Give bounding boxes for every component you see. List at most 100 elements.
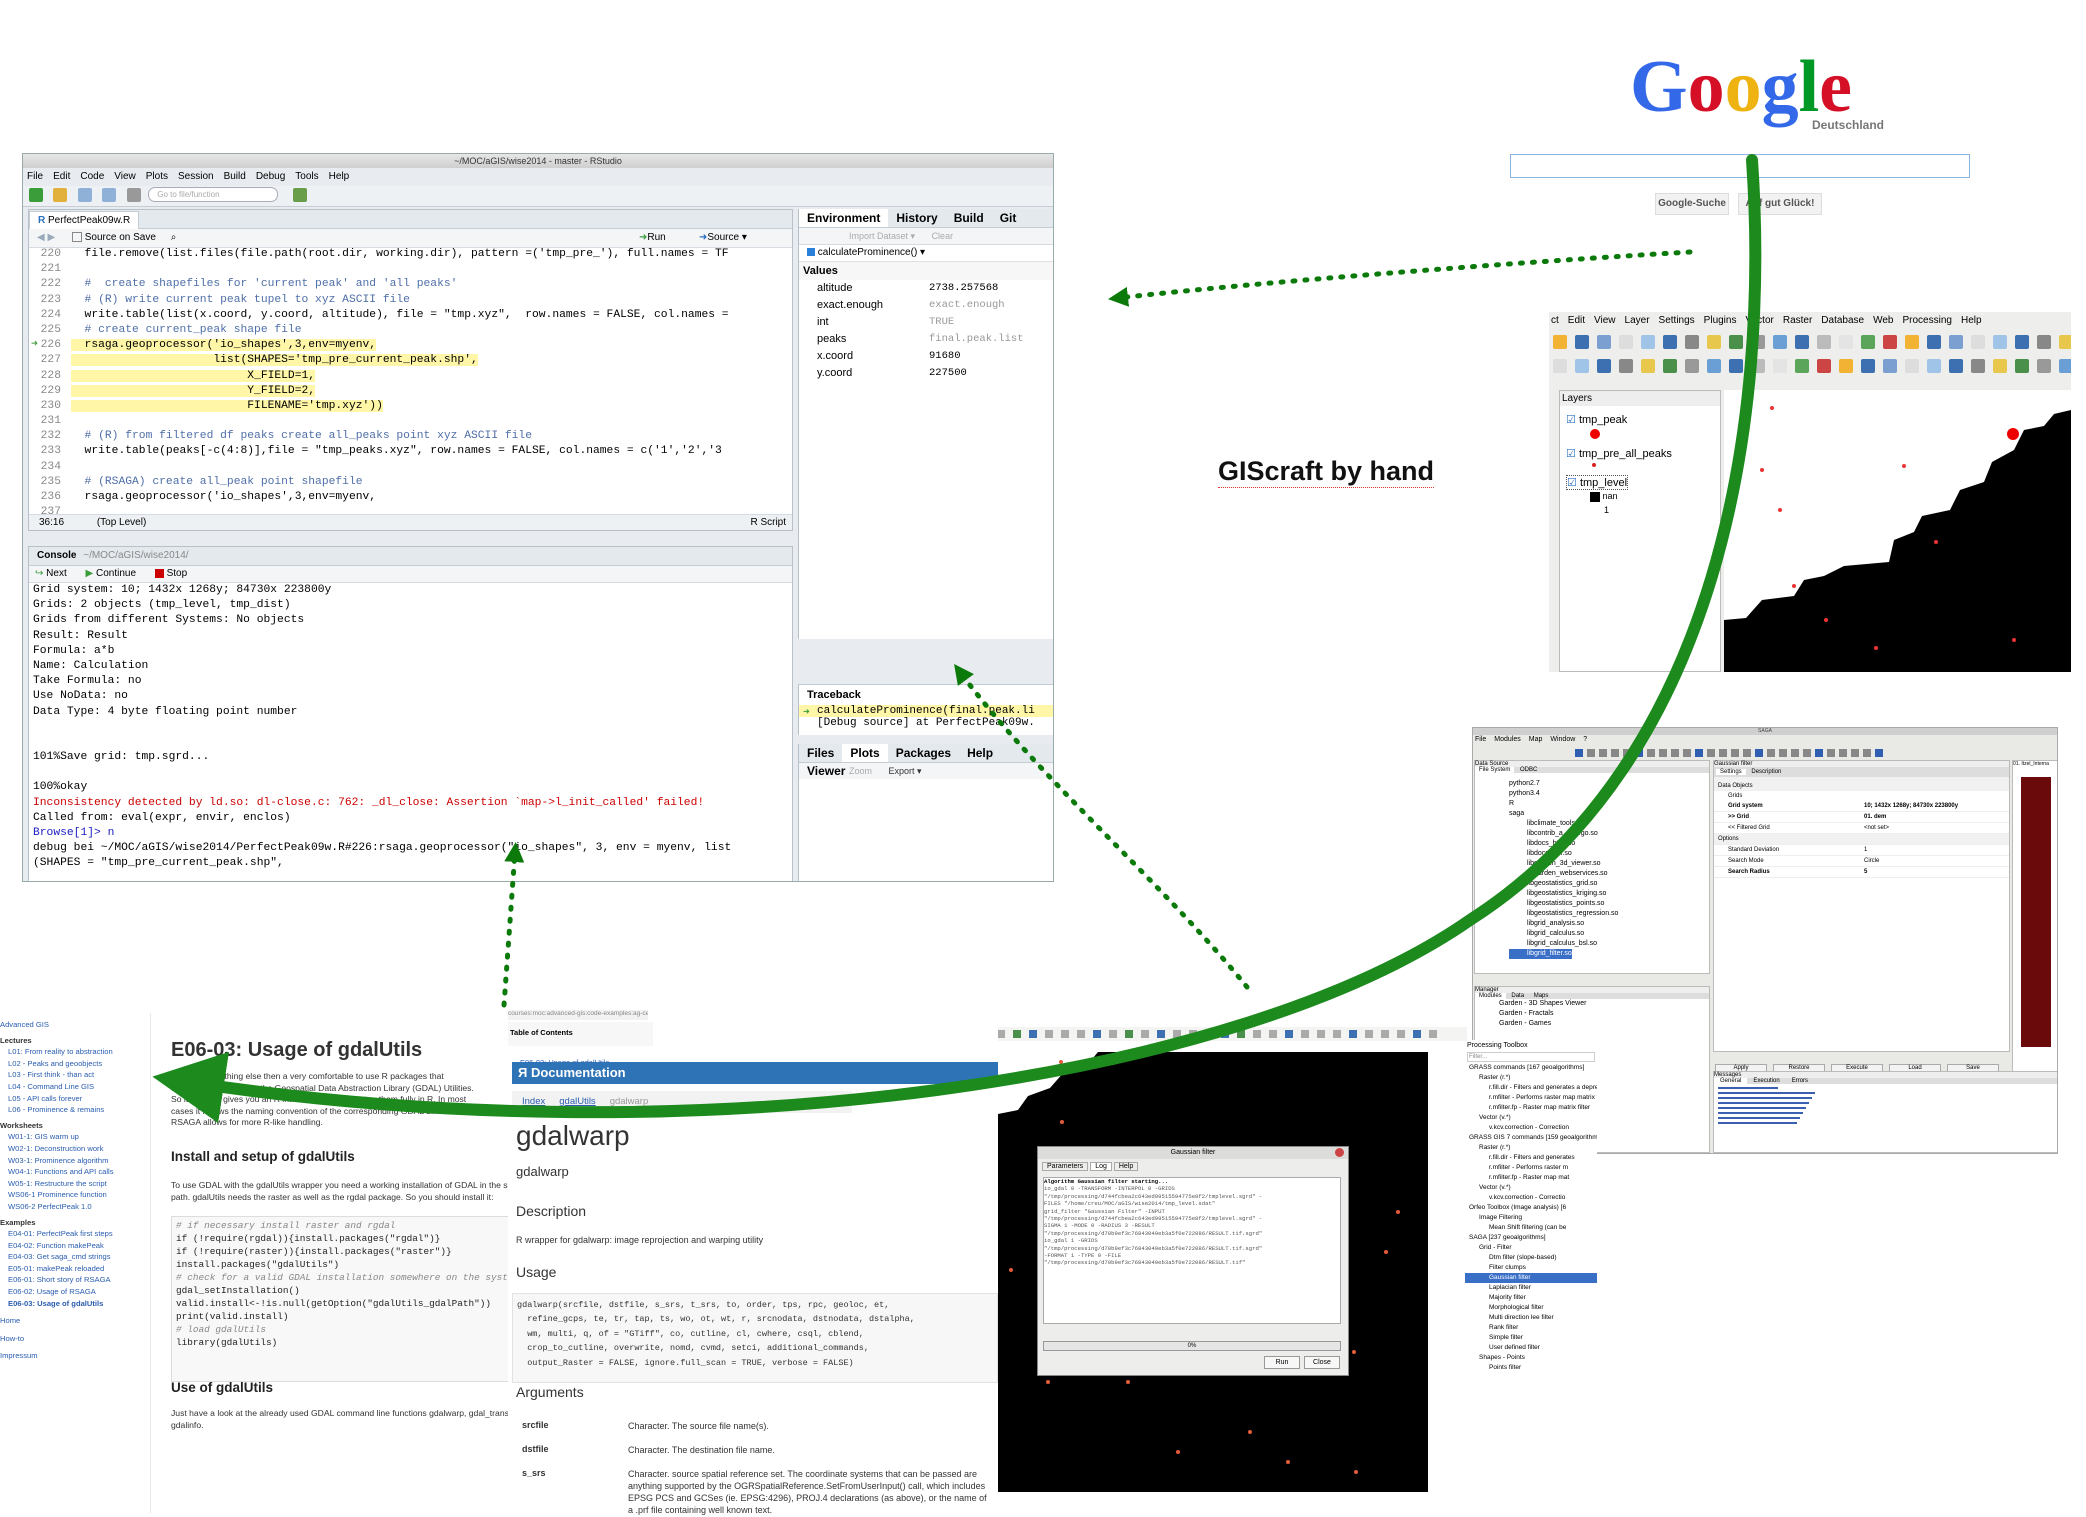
strip-tool-icon[interactable] — [1253, 1030, 1261, 1038]
saga-tool-icon[interactable] — [1731, 748, 1739, 757]
saga-menu-item[interactable]: Map — [1528, 736, 1543, 743]
saga-tool-icon[interactable] — [1743, 748, 1751, 757]
processing-item[interactable]: Raster (r.*) — [1479, 1074, 1511, 1081]
qgis-tool-icon[interactable] — [1707, 358, 1721, 373]
tree-item[interactable]: libgarden_3d_viewer.so — [1527, 860, 1601, 867]
tab-settings[interactable]: Settings — [1716, 769, 1746, 775]
qgis-tool-icon[interactable] — [1949, 358, 1963, 373]
sidebar-link[interactable]: E04-02: Function makePeak — [8, 1240, 104, 1250]
menu-item-debug[interactable]: Debug — [255, 171, 286, 182]
saga-tool-icon[interactable] — [1599, 748, 1607, 757]
continue-button[interactable]: ▶ Continue — [85, 568, 137, 579]
saga-tool-icon[interactable] — [1695, 748, 1703, 757]
sidebar-link[interactable]: W02-1: Deconstruction work — [8, 1143, 104, 1153]
processing-item[interactable]: v.kcv.correction - Correctio — [1489, 1194, 1566, 1201]
strip-tool-icon[interactable] — [1141, 1030, 1149, 1038]
processing-item[interactable]: Rank filter — [1489, 1324, 1519, 1331]
sidebar-link[interactable]: WS06-1 Prominence function — [8, 1190, 107, 1200]
qgis-tool-icon[interactable] — [1641, 358, 1655, 373]
strip-tool-icon[interactable] — [1157, 1030, 1165, 1038]
qgis-tool-icon[interactable] — [2037, 334, 2051, 349]
menu-item-file[interactable]: File — [27, 171, 44, 182]
sidebar-top-link[interactable]: Advanced GIS — [0, 1020, 49, 1029]
layer-checkbox-icon[interactable]: ☑ — [1566, 448, 1576, 460]
sidebar-link[interactable]: E04-01: PerfectPeak first steps — [8, 1229, 113, 1239]
menu-item-view[interactable]: View — [114, 171, 136, 182]
qgis-menu-database[interactable]: Database — [1821, 315, 1865, 326]
strip-tool-icon[interactable] — [1317, 1030, 1325, 1038]
saga-tool-icon[interactable] — [1767, 748, 1775, 757]
editor-tab[interactable]: R PerfectPeak09w.R — [29, 211, 140, 229]
tree-item[interactable]: saga — [1509, 810, 1525, 817]
tree-item[interactable]: libgrid_filter.so — [1509, 949, 1572, 959]
breadcrumb-index[interactable]: Index — [522, 1096, 546, 1107]
source-on-save-checkbox[interactable] — [71, 232, 82, 243]
tree-item[interactable]: libclimate_tools.so — [1527, 820, 1585, 827]
sidebar-link[interactable]: E06-01: Short story of RSAGA — [8, 1275, 111, 1285]
strip-tool-icon[interactable] — [1429, 1030, 1437, 1038]
processing-item[interactable]: r.mfilter - Performs raster m — [1489, 1164, 1569, 1171]
strip-tool-icon[interactable] — [1349, 1030, 1357, 1038]
qgis-tool-icon[interactable] — [1861, 334, 1875, 349]
saga-tool-icon[interactable] — [1719, 748, 1727, 757]
saga-menu-item[interactable]: Window — [1550, 736, 1576, 743]
qgis-tool-icon[interactable] — [1773, 358, 1787, 373]
module-item[interactable]: Garden - Fractals — [1499, 1010, 1554, 1017]
qgis-menu-raster[interactable]: Raster — [1782, 315, 1813, 326]
processing-item[interactable]: Shapes - Points — [1479, 1354, 1525, 1361]
module-item[interactable]: Garden - Games — [1499, 1020, 1552, 1027]
sidebar-link[interactable]: W05-1: Restructure the script — [8, 1178, 107, 1188]
qgis-tool-icon[interactable] — [1927, 334, 1941, 349]
tree-item[interactable]: libgeostatistics_points.so — [1527, 900, 1605, 907]
strip-tool-icon[interactable] — [1125, 1030, 1133, 1038]
layer-tmp-pre-all-peaks[interactable]: ☑ tmp_pre_all_peaks — [1566, 448, 1672, 460]
messages-tab-general[interactable]: General — [1714, 1078, 1748, 1084]
sidebar-link[interactable]: W04-1: Functions and API calls — [8, 1167, 114, 1177]
sidebar-link[interactable]: L01: From reality to abstraction — [8, 1047, 113, 1057]
processing-item[interactable]: r.fill.dir - Filters and generates — [1489, 1154, 1575, 1161]
settings-row[interactable]: << Filtered Grid<not set> — [1714, 823, 2009, 834]
saga-tool-icon[interactable] — [1611, 748, 1619, 757]
processing-item[interactable]: Simple filter — [1489, 1334, 1523, 1341]
dialog-log[interactable]: Algorithm Gaussian filter starting...io_… — [1043, 1177, 1341, 1324]
processing-item[interactable]: Majority filter — [1489, 1294, 1526, 1301]
tab-packages[interactable]: Packages — [895, 746, 952, 760]
saga-menu-item[interactable]: ? — [1583, 736, 1588, 743]
strip-tool-icon[interactable] — [1269, 1030, 1277, 1038]
saga-tool-icon[interactable] — [1683, 748, 1691, 757]
sidebar-link[interactable]: L06 - Prominence & remains — [8, 1105, 105, 1115]
processing-item[interactable]: User defined filter — [1489, 1344, 1540, 1351]
processing-item[interactable]: Grid - Filter — [1479, 1244, 1512, 1251]
tree-item[interactable]: libgeostatistics_grid.so — [1527, 880, 1598, 887]
menu-item-edit[interactable]: Edit — [53, 171, 71, 182]
qgis-tool-icon[interactable] — [1575, 334, 1589, 349]
file-type[interactable]: R Script — [750, 517, 786, 528]
qgis-tool-icon[interactable] — [1575, 358, 1589, 373]
sidebar-link[interactable]: E04-03: Get saga_cmd strings — [8, 1252, 111, 1262]
tab-files[interactable]: Files — [807, 746, 835, 760]
qgis-tool-icon[interactable] — [1619, 358, 1633, 373]
strip-tool-icon[interactable] — [1365, 1030, 1373, 1038]
menu-item-code[interactable]: Code — [80, 171, 105, 182]
strip-tool-icon[interactable] — [1381, 1030, 1389, 1038]
tree-item[interactable]: libgrid_calculus_bsl.so — [1527, 940, 1598, 947]
saga-menu-item[interactable]: Modules — [1494, 736, 1521, 743]
sidebar-link[interactable]: W01-1: GIS warm up — [8, 1132, 79, 1142]
sidebar-bottom-link[interactable]: Impressum — [0, 1351, 38, 1361]
qgis-tool-icon[interactable] — [1685, 334, 1699, 349]
qgis-tool-icon[interactable] — [2037, 358, 2051, 373]
strip-tool-icon[interactable] — [1413, 1030, 1421, 1038]
code-area[interactable]: 220 file.remove(list.files(file.path(roo… — [29, 247, 792, 514]
clear-env-button[interactable]: Clear — [931, 231, 954, 241]
qgis-tool-icon[interactable] — [1861, 358, 1875, 373]
tab-odbc[interactable]: ODBC — [1520, 767, 1538, 773]
qgis-menu-settings[interactable]: Settings — [1658, 315, 1695, 326]
strip-tool-icon[interactable] — [1013, 1030, 1021, 1038]
